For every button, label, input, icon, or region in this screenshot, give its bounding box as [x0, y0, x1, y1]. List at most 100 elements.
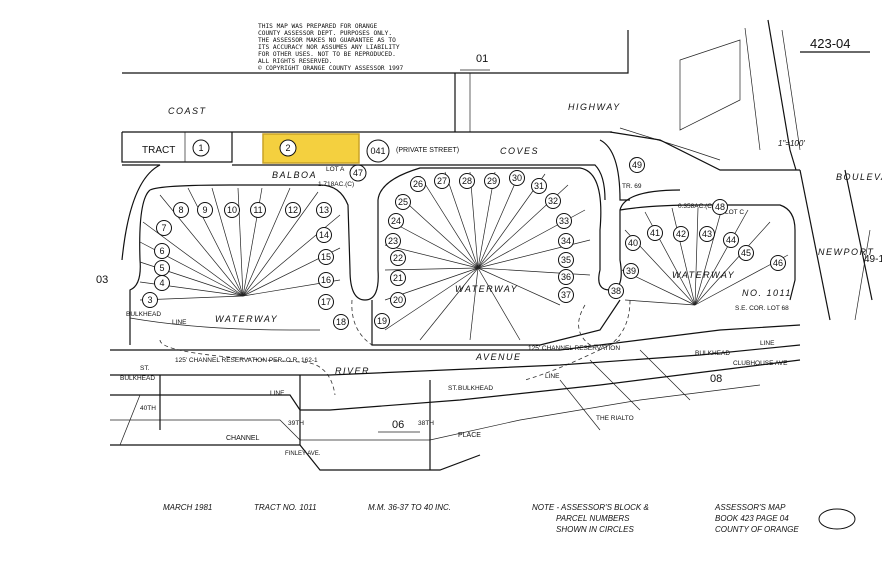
- block-number-left: 03: [96, 274, 108, 286]
- lot-circle-24[interactable]: [388, 213, 404, 229]
- lot-circle-20[interactable]: [390, 292, 406, 308]
- highlighted-parcel-2[interactable]: [262, 133, 360, 164]
- lot-circle-3[interactable]: [142, 292, 158, 308]
- lot-circle-18[interactable]: [333, 314, 349, 330]
- lot-circle-6[interactable]: [154, 243, 170, 259]
- lot-circle-19[interactable]: [374, 313, 390, 329]
- lot-circle-46[interactable]: [770, 255, 786, 271]
- lot-circle-30[interactable]: [509, 170, 525, 186]
- lot-11: 11: [253, 205, 262, 215]
- street-coast: COAST: [168, 106, 207, 116]
- st-left-label: ST.: [140, 365, 150, 372]
- lot-circle-22[interactable]: [390, 250, 406, 266]
- lot-circle-21[interactable]: [390, 270, 406, 286]
- lot-circle-39[interactable]: [623, 263, 639, 279]
- lot-circle-32[interactable]: [545, 193, 561, 209]
- lot-a-area: 1.718AC.(C): [318, 181, 354, 188]
- lot-circle-23[interactable]: [385, 233, 401, 249]
- lot-circle-14[interactable]: [316, 227, 332, 243]
- lot-18: 18: [336, 317, 346, 327]
- bulkhead-left: BULKHEAD: [126, 311, 161, 318]
- lot-circle-33[interactable]: [556, 213, 572, 229]
- tract-no-1011: NO. 1011: [742, 288, 792, 298]
- block-number-bottom-right: 08: [710, 373, 722, 385]
- footer-note-3: SHOWN IN CIRCLES: [556, 525, 634, 534]
- bulkhead-bottom-right: BULKHEAD: [695, 350, 730, 357]
- river-avenue-north-line: [110, 324, 801, 351]
- lot-34: 34: [561, 236, 571, 246]
- lot-31: 31: [534, 181, 544, 191]
- footer-note-1: NOTE - ASSESSOR'S BLOCK &: [532, 503, 649, 512]
- lot-circle-13[interactable]: [316, 202, 332, 218]
- lot-33: 33: [559, 216, 569, 226]
- footer-date: MARCH 1981: [163, 503, 212, 512]
- lot-circle-11[interactable]: [250, 202, 266, 218]
- lot-38: 38: [611, 286, 621, 296]
- lot-circle-8[interactable]: [173, 202, 189, 218]
- lot-1: 1: [198, 143, 203, 153]
- lot-circle-40[interactable]: [625, 235, 641, 251]
- lot-circle-5[interactable]: [154, 260, 170, 276]
- lot-41: 41: [650, 228, 660, 238]
- footer-tract: TRACT NO. 1011: [254, 503, 317, 512]
- lot-circle-29[interactable]: [484, 173, 500, 189]
- line-bottom-left: LINE: [270, 390, 285, 397]
- lot-circle-26[interactable]: [410, 176, 426, 192]
- lot-circle-9[interactable]: [197, 202, 213, 218]
- lot-circle-25[interactable]: [395, 194, 411, 210]
- lot-circle-45[interactable]: [738, 245, 754, 261]
- lot-35: 35: [561, 255, 571, 265]
- lot-14: 14: [319, 230, 329, 240]
- street-coves: COVES: [500, 146, 539, 156]
- lot-10: 10: [227, 205, 237, 215]
- lot-circle-38[interactable]: [608, 283, 624, 299]
- lot-3: 3: [147, 295, 152, 305]
- lot-circle-36[interactable]: [558, 269, 574, 285]
- lot-25: 25: [398, 197, 408, 207]
- channel-reservation-right: 125' CHANNEL RESERVATION: [528, 345, 620, 352]
- lot-16: 16: [321, 275, 331, 285]
- lot-circle-34[interactable]: [558, 233, 574, 249]
- street-the-rialto: THE RIALTO: [596, 415, 634, 422]
- block-number-center: 041: [370, 146, 385, 156]
- lot-29: 29: [487, 176, 497, 186]
- footer-assessor-2: BOOK 423 PAGE 04: [715, 514, 789, 523]
- street-39th: 39TH: [288, 420, 304, 427]
- lot-circle-37[interactable]: [558, 287, 574, 303]
- street-40th: 40TH: [140, 405, 156, 412]
- street-boulevard: BOULEVARD: [836, 172, 882, 182]
- lot-21: 21: [393, 273, 403, 283]
- lot-37: 37: [561, 290, 571, 300]
- disclaimer-line-6: ALL RIGHTS RESERVED.: [258, 58, 333, 65]
- lot-circle-27[interactable]: [434, 173, 450, 189]
- lot-circle-44[interactable]: [723, 232, 739, 248]
- lot-8: 8: [178, 205, 183, 215]
- lot-circle-12[interactable]: [285, 202, 301, 218]
- lot-27: 27: [437, 176, 447, 186]
- lot-circle-31[interactable]: [531, 178, 547, 194]
- lot-circle-43[interactable]: [699, 226, 715, 242]
- lot-circle-10[interactable]: [224, 202, 240, 218]
- right-block: WATERWAY NO. 1011 S.E. COR. LOT 68 0.358…: [619, 183, 796, 312]
- lot-circle-48[interactable]: [712, 199, 728, 215]
- lot-circle-41[interactable]: [647, 225, 663, 241]
- lot-circle-35[interactable]: [558, 252, 574, 268]
- lot-circle-17[interactable]: [318, 294, 334, 310]
- disclaimer-line-7: © COPYRIGHT ORANGE COUNTY ASSESSOR 1997: [258, 65, 404, 72]
- lot-23: 23: [388, 236, 398, 246]
- highway-north-line: [122, 30, 629, 74]
- lot-circle-16[interactable]: [318, 272, 334, 288]
- lot-6: 6: [159, 246, 164, 256]
- lot-7: 7: [161, 223, 166, 233]
- street-newport: NEWPORT: [818, 247, 874, 257]
- lot-45: 45: [741, 248, 751, 258]
- lot-circle-28[interactable]: [459, 173, 475, 189]
- lot-circle-15[interactable]: [318, 249, 334, 265]
- footer-assessor-1: ASSESSOR'S MAP: [714, 503, 786, 512]
- line-left: LINE: [172, 319, 187, 326]
- lot-circle-49[interactable]: [629, 157, 645, 173]
- lot-circle-7[interactable]: [156, 220, 172, 236]
- lot-48: 48: [715, 202, 725, 212]
- lot-circle-42[interactable]: [673, 226, 689, 242]
